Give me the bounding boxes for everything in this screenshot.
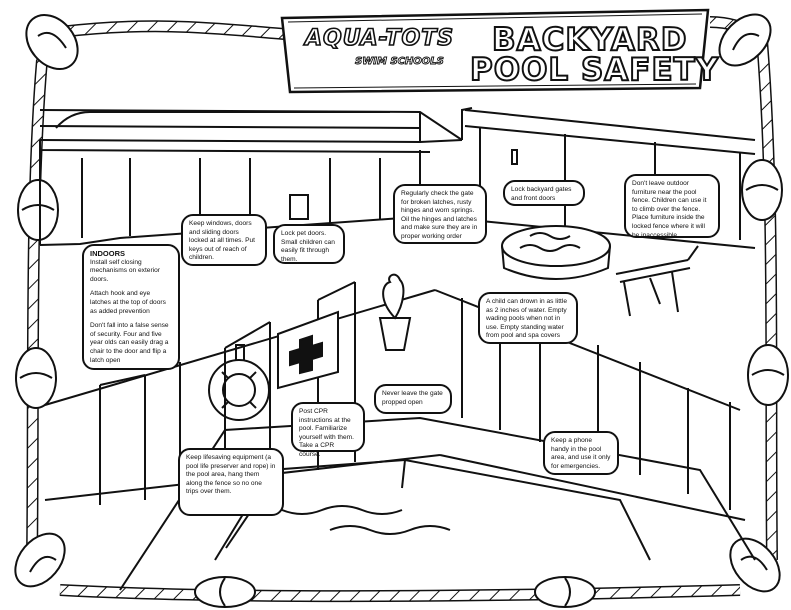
tip-indoors-p1: Install self closing mechanisms on exter… [90,258,160,283]
tip-backyard-gates-text: Lock backyard gates and front doors [511,186,572,202]
tip-cpr-text: Post CPR instructions at the pool. Famil… [299,408,354,458]
tip-phone-text: Keep a phone handy in the pool area, and… [551,437,611,470]
tip-indoors-heading: INDOORS [90,249,126,258]
rope-border [26,16,778,603]
tip-furniture-text: Don't leave outdoor furniture near the p… [632,180,707,239]
house [39,107,473,246]
tip-gate-propped-text: Never leave the gate propped open [382,390,443,406]
title-banner [280,8,710,94]
tip-furniture: Don't leave outdoor furniture near the p… [624,174,720,239]
tip-drowning: A child can drown in as little as 2 inch… [478,292,578,344]
tip-backyard-gates: Lock backyard gates and front doors [503,180,585,206]
tip-lifesaving-text: Keep lifesaving equipment (a pool life p… [186,454,276,496]
tip-pet-doors: Lock pet doors. Small children can easil… [273,224,345,264]
page-title-line1: BACKYARD [491,21,688,59]
rope-floats [14,13,789,608]
tip-windows-text: Keep windows, doors and sliding doors lo… [189,220,255,262]
cpr-sign [277,310,339,390]
tip-gate-propped: Never leave the gate propped open [374,384,452,414]
tip-indoors-p3: Don't fall into a false sense of securit… [90,322,169,364]
tip-phone: Keep a phone handy in the pool area, and… [543,431,619,475]
potted-plant [378,273,412,351]
lawn-chair [615,245,699,317]
tip-gate-check: Regularly check the gate for broken latc… [393,184,487,244]
tip-drowning-text: A child can drown in as little as 2 inch… [486,298,567,340]
logo-sub-text: SWIM SCHOOLS [355,56,445,68]
logo-main-text: AQUA-TOTS [304,25,455,52]
tip-pet-doors-text: Lock pet doors. Small children can easil… [281,230,335,263]
tip-indoors-p2: Attach hook and eye latches at the top o… [90,290,166,315]
tip-indoors: INDOORS Install self closing mechanisms … [82,244,180,370]
tip-cpr: Post CPR instructions at the pool. Famil… [291,402,365,458]
page-title-line2: POOL SAFETY [469,51,720,89]
tip-lifesaving: Keep lifesaving equipment (a pool life p… [178,448,284,516]
life-ring [208,344,270,421]
aqua-tots-logo: AQUA-TOTS SWIM SCHOOLS [304,22,465,82]
tip-gate-check-text: Regularly check the gate for broken latc… [401,190,478,240]
wading-pool [501,225,611,280]
tip-windows: Keep windows, doors and sliding doors lo… [181,214,267,266]
